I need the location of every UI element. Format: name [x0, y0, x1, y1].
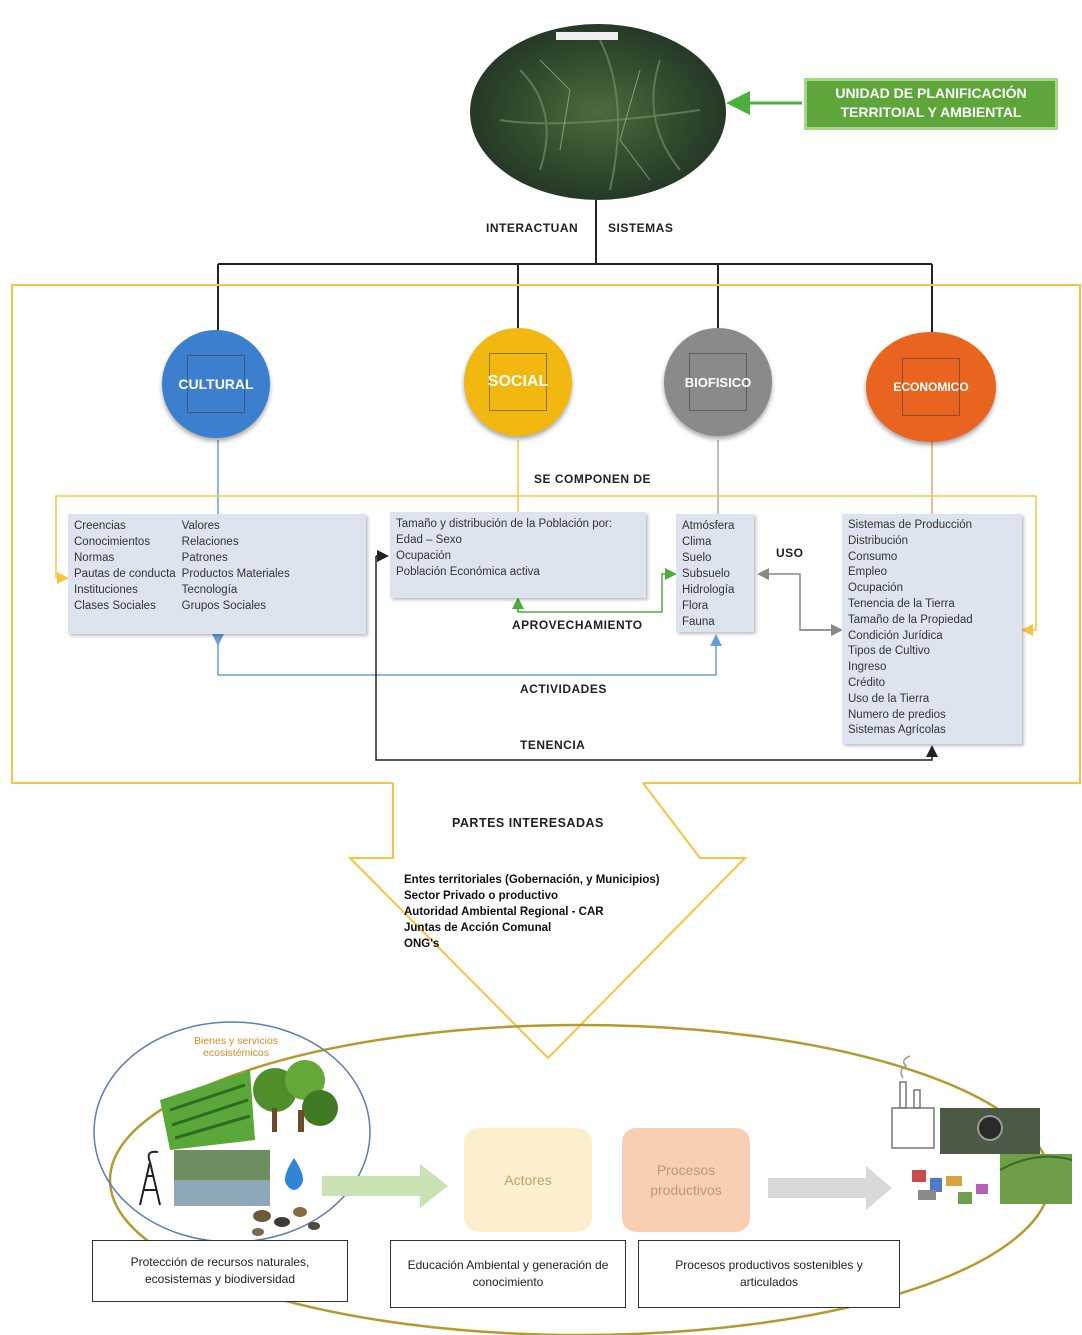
list-item: Sistemas Agrícolas [848, 724, 946, 737]
minerals-icon [252, 1207, 320, 1236]
procesos-productivos-box: Procesos productivos [622, 1128, 750, 1232]
list-item: Sector Privado o productivo [404, 890, 558, 902]
list-item: Población Económica activa [396, 566, 540, 578]
list-item: Tamaño de la Propiedad [848, 613, 973, 626]
list-item: Instituciones [74, 584, 138, 596]
list-item: Edad – Sexo [396, 534, 462, 546]
list-item: Valores [181, 520, 220, 532]
list-item: Sistemas de Producción [848, 519, 973, 531]
list-item: Uso de la Tierra [848, 692, 930, 705]
stakeholders-list: Entes territoriales (Gobernación, y Muni… [404, 872, 660, 952]
list-item: Suelo [682, 552, 712, 564]
list-item: Flora [682, 600, 709, 612]
list-item: Patrones [181, 552, 228, 564]
social-items-panel: Tamaño y distribución de la Población po… [390, 512, 646, 598]
list-item: Subsuelo [682, 568, 730, 580]
list-item: Numero de predios [848, 708, 946, 721]
list-item: Crédito [848, 676, 886, 689]
cultural-items-panel: Creencias Conocimientos Normas Pautas de… [68, 514, 366, 634]
list-item: Productos Materiales [181, 568, 290, 580]
system-circle-cultural: CULTURAL [162, 330, 270, 438]
system-circle-biofisico: BIOFISICO [664, 328, 772, 436]
hillside-photo-icon [999, 1154, 1073, 1204]
label-aprovechamiento: APROVECHAMIENTO [512, 618, 643, 632]
ecosystem-services-label: Bienes y servicios ecosistémicos [193, 1035, 279, 1059]
system-circle-social: SOCIAL [464, 328, 572, 436]
list-item: Clima [682, 536, 712, 548]
pipe-photo-icon [940, 1108, 1040, 1154]
educacion-box: Educación Ambiental y generación de cono… [390, 1240, 626, 1308]
list-item: Clases Sociales [74, 600, 156, 612]
label-partes-interesadas: PARTES INTERESADAS [452, 816, 604, 830]
label-se-componen-de: SE COMPONEN DE [534, 472, 652, 486]
list-item: Tenencia de la Tierra [848, 597, 955, 610]
oil-derrick-icon [139, 1150, 161, 1206]
label-actividades: ACTIVIDADES [520, 682, 607, 696]
label-tenencia: TENENCIA [520, 738, 586, 752]
list-item: Creencias [74, 520, 126, 532]
list-item: Entes territoriales (Gobernación, y Muni… [404, 874, 660, 886]
list-item: Relaciones [181, 536, 239, 548]
biofisico-items-panel: Atmósfera Clima Suelo Subsuelo Hidrologí… [676, 514, 754, 632]
label-sistemas: SISTEMAS [608, 221, 674, 235]
list-item: Conocimientos [74, 536, 151, 548]
list-item: Autoridad Ambiental Regional - CAR [404, 906, 604, 918]
label-uso: USO [776, 546, 804, 560]
list-item: Tipos de Cultivo [848, 645, 931, 658]
planning-unit-label: UNIDAD DE PLANIFICACIÓN TERRITOIAL Y AMB… [804, 78, 1058, 130]
list-item: Atmósfera [682, 520, 735, 532]
list-item: Distribución [848, 534, 909, 547]
procesos-sostenibles-box: Procesos productivos sostenibles y artic… [638, 1240, 900, 1308]
list-item: ONG's [404, 938, 440, 950]
list-item: Hidrología [682, 584, 735, 596]
farm-fields-icon [160, 1070, 255, 1150]
list-item: Normas [74, 552, 115, 564]
list-item: Fauna [682, 616, 715, 628]
list-item: Pautas de conducta [74, 568, 176, 580]
list-item: Ocupación [848, 582, 903, 595]
list-item: Consumo [848, 550, 898, 563]
list-item: Tamaño y distribución de la Población po… [396, 518, 613, 530]
list-item: Condición Jurídica [848, 629, 943, 642]
trees-icon [253, 1060, 338, 1132]
list-item: Grupos Sociales [181, 600, 267, 612]
proteccion-box: Protección de recursos naturales, ecosis… [92, 1240, 348, 1302]
list-item: Juntas de Acción Comunal [404, 922, 552, 934]
system-circle-economico: ECONOMICO [866, 332, 996, 442]
list-item: Tecnología [181, 584, 238, 596]
economico-items-panel: Sistemas de Producción Distribución Cons… [842, 514, 1022, 744]
river-icon [174, 1150, 270, 1206]
actores-box: Actores [464, 1128, 592, 1232]
list-item: Ingreso [848, 661, 887, 674]
list-item: Empleo [848, 566, 887, 579]
list-item: Ocupación [396, 550, 451, 562]
cultural-col-2: Valores Relaciones Patrones Productos Ma… [182, 518, 290, 614]
label-interactuan: INTERACTUAN [486, 221, 579, 235]
cultural-col-1: Creencias Conocimientos Normas Pautas de… [74, 518, 176, 614]
satellite-map-oval [470, 24, 726, 200]
waste-icon [912, 1170, 988, 1204]
industry-icon [891, 1055, 935, 1149]
water-drop-icon [285, 1158, 303, 1190]
